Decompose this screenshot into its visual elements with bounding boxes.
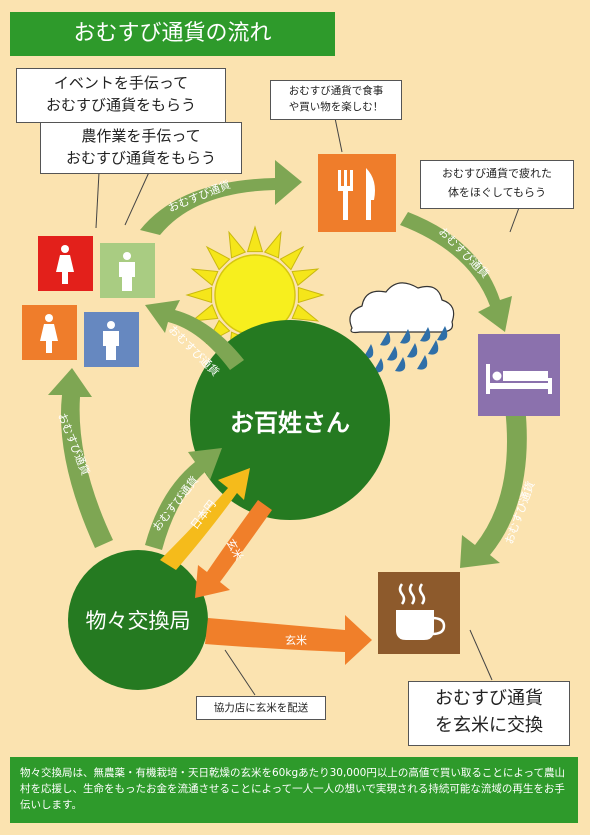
sun-ray <box>291 303 320 322</box>
raindrop <box>428 340 439 355</box>
person-icon <box>119 252 135 291</box>
bubble-deliver: 協力店に玄米を配送 <box>196 696 326 720</box>
raindrop <box>380 331 391 346</box>
raindrop <box>407 343 418 358</box>
arrow-rice-to-cafe <box>205 615 372 665</box>
exchange-office-circle <box>68 550 208 690</box>
page-title: おむすび通貨の流れ <box>10 12 335 56</box>
person-icon <box>40 314 58 353</box>
sun-ray <box>297 286 325 304</box>
arrow-exchange-to-farmer <box>145 448 222 550</box>
arrow-label-right-upper: おむすび通貨 <box>436 224 493 281</box>
fork-knife-icon <box>318 154 396 232</box>
exchange-office-label: 物々交換局 <box>86 609 191 633</box>
person-icon <box>56 245 74 284</box>
arrow-label-rice-horizontal: 玄米 <box>285 633 307 647</box>
sun-ray <box>263 230 282 259</box>
raindrop <box>400 329 411 344</box>
raindrop <box>395 357 406 372</box>
raindrop <box>417 355 428 370</box>
sun-ray <box>246 225 264 253</box>
bed-icon <box>478 334 560 416</box>
raindrop <box>420 327 431 342</box>
raindrop <box>387 346 398 361</box>
bubble-event: イベントを手伝って おむすび通貨をもらう <box>16 68 226 123</box>
bubble-exchange: おむすび通貨 を玄米に交換 <box>408 681 570 746</box>
sun-ray <box>228 230 247 259</box>
sun-ray <box>190 303 219 322</box>
bubble-food: おむすび通貨で食事 や買い物を楽しむ！ <box>270 80 402 120</box>
person-icon <box>103 321 119 360</box>
farmer-circle <box>190 320 390 520</box>
sun-ray <box>185 286 213 304</box>
coffee-cup-icon <box>378 572 460 654</box>
sun-ray <box>190 268 219 287</box>
raindrop <box>437 326 448 341</box>
arrow-exchange-to-people <box>48 368 113 548</box>
people-icons <box>22 236 155 367</box>
arrow-restaurant-to-hotel <box>400 212 512 332</box>
arrow-people-to-restaurant <box>140 160 302 235</box>
farmer-label: お百姓さん <box>230 409 350 437</box>
bubble-rest: おむすび通貨で疲れた 体をほぐしてもらう <box>420 160 574 209</box>
sun-ray <box>291 268 320 287</box>
rain-cloud-icon <box>349 282 455 373</box>
arrow-rice-to-exchange <box>195 500 272 598</box>
bubble-farm: 農作業を手伝って おむすび通貨をもらう <box>40 122 242 174</box>
sun-ray <box>279 245 305 271</box>
arrow-hotel-to-cafe <box>460 405 527 568</box>
sun-ray <box>205 245 231 271</box>
arrow-farmer-to-people <box>145 300 244 370</box>
footer-description: 物々交換局は、無農薬・有機栽培・天日乾燥の玄米を60kgあたり30,000円以上… <box>10 757 578 823</box>
arrow-yen <box>160 468 250 570</box>
